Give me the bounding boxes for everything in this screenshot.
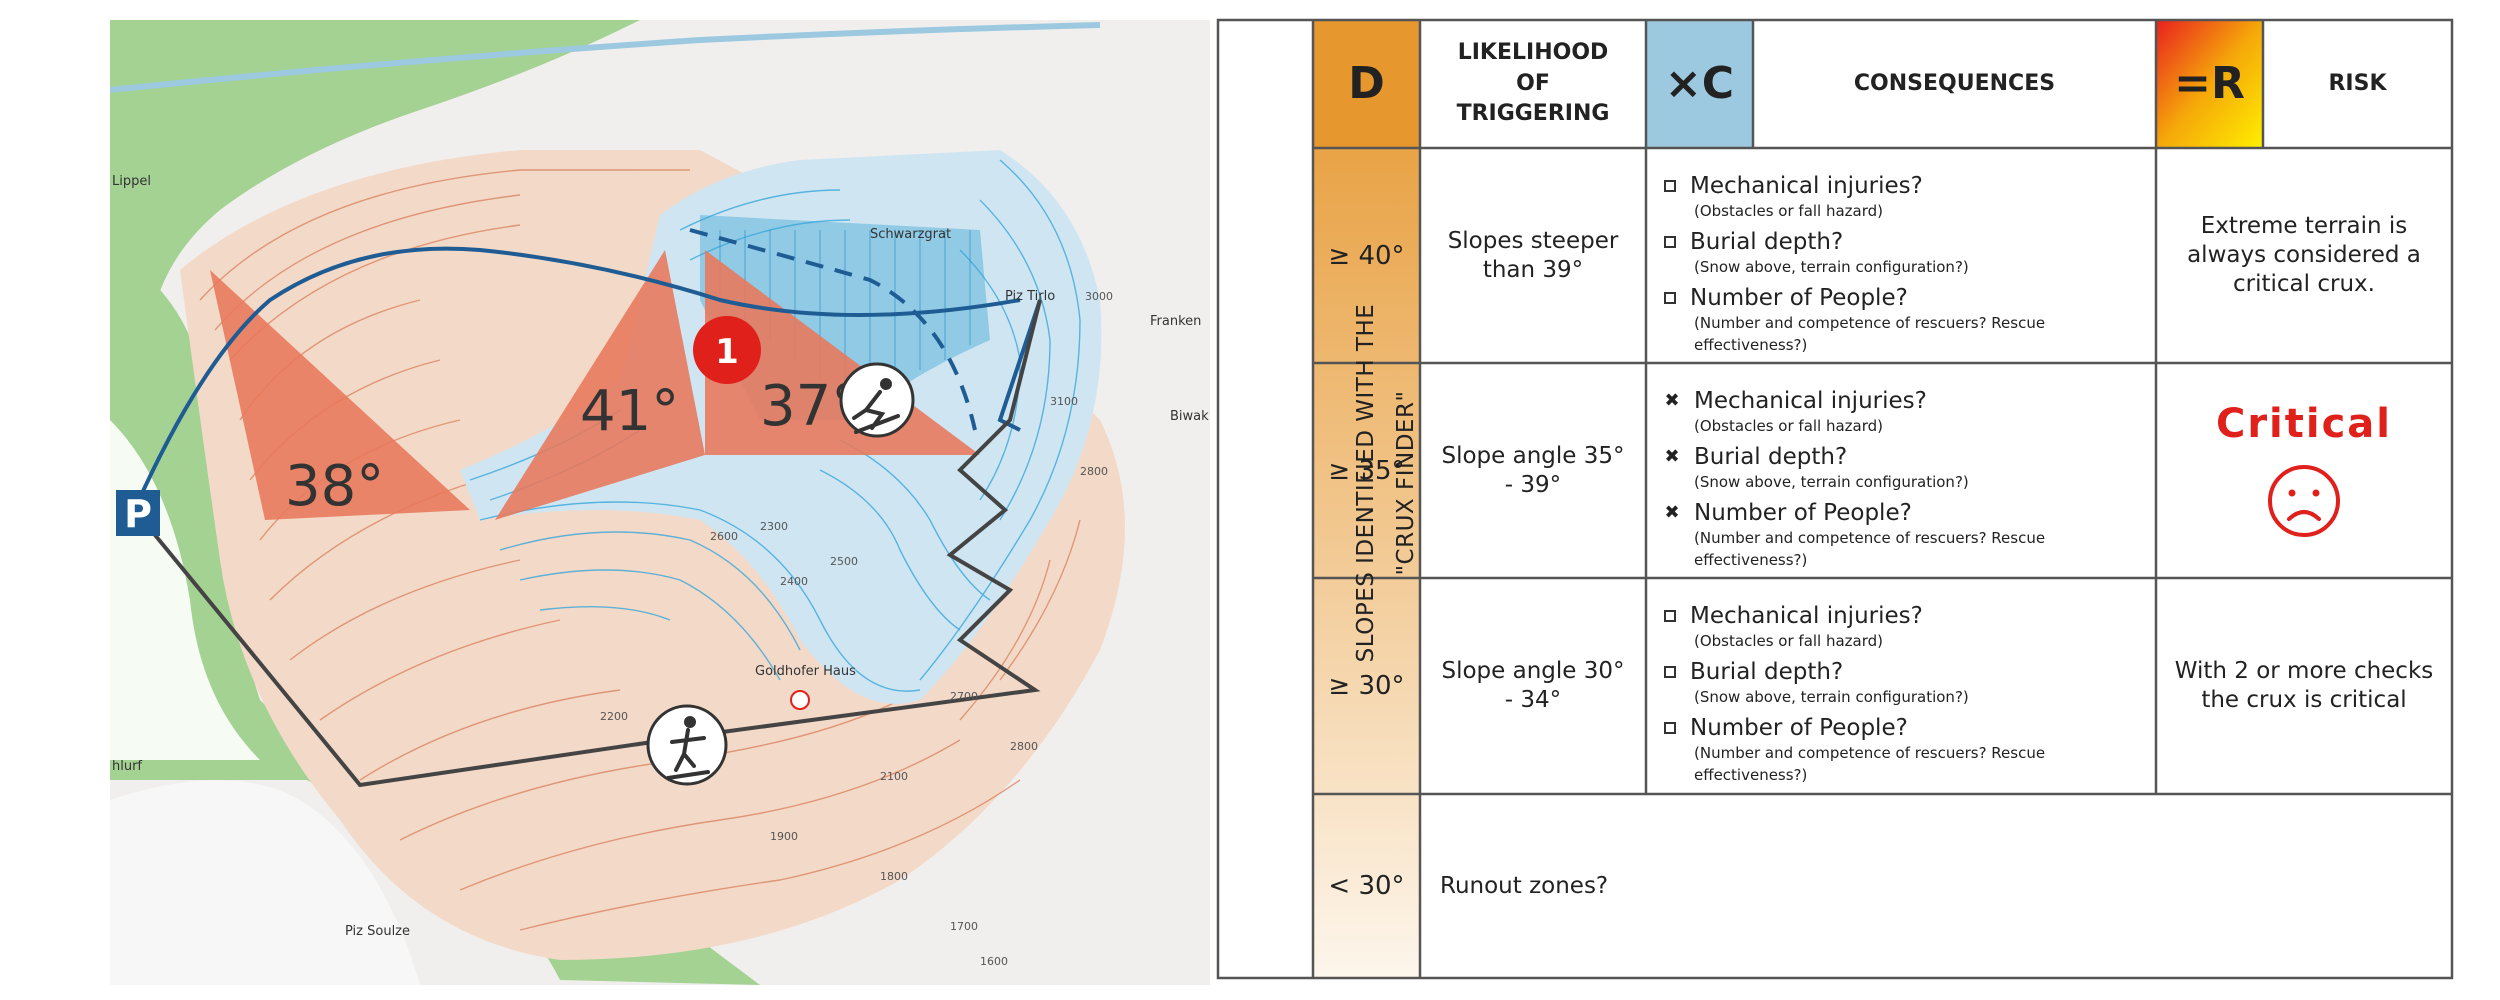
white-snow-bottomleft — [110, 780, 420, 985]
contour-label: 2300 — [760, 520, 788, 533]
green-meadow-top — [110, 20, 640, 360]
degree-row-3: ≥ 30° — [1328, 671, 1405, 701]
contour-label: 1600 — [980, 955, 1008, 968]
consequence-item: Mechanical injuries? — [1690, 173, 1923, 199]
degree-row-2: ≥ 35° — [1328, 455, 1405, 486]
consequences-row-3: Mechanical injuries? (Obstacles or fall h… — [1646, 578, 2156, 794]
place-schwarzgrat: Schwarzgrat — [870, 227, 951, 242]
header-consequences: CONSEQUENCES — [1853, 70, 2056, 96]
slope-angle-41: 41° — [580, 379, 679, 444]
skier-downhill-icon — [839, 362, 915, 438]
contour-label: 2800 — [1080, 465, 1108, 478]
consequence-note: (Obstacles or fall hazard) — [1694, 202, 1884, 220]
parking-label: P — [124, 492, 152, 536]
contour-label: 2800 — [1010, 740, 1038, 753]
skier-uphill-icon — [646, 704, 728, 786]
consequence-note: (Obstacles or fall hazard) — [1694, 417, 1884, 435]
contour-label: 1900 — [770, 830, 798, 843]
slope-38-polygon — [210, 270, 470, 520]
consequences-row-2: ✖ Mechanical injuries? (Obstacles or fall … — [1646, 363, 2156, 578]
contour-label: 2600 — [710, 530, 738, 543]
likelihood-row-2: Slope angle 35° - 39° — [1441, 442, 1625, 498]
header-r: =R — [2174, 58, 2245, 110]
consequence-note: (Snow above, terrain configuration?) — [1694, 473, 1969, 491]
route-blue — [128, 246, 1021, 521]
parking-sign — [116, 490, 160, 536]
crux-finder-table: SLOPES IDENTIFIED WITH THE "CRUX FINDER"… — [1216, 18, 2454, 980]
sad-face-icon — [2268, 464, 2340, 537]
header-risk: RISK — [2328, 70, 2387, 96]
place-hlurf: hlurf — [112, 759, 142, 774]
cross-mark-icon: ✖ — [1664, 390, 1680, 411]
contour-label: 2500 — [830, 555, 858, 568]
crux-marker-number: 1 — [715, 332, 739, 372]
checkbox-icon — [1664, 666, 1676, 678]
route-blue-right — [997, 299, 1042, 432]
route-dashed — [689, 228, 977, 431]
contour-label: 3000 — [1085, 290, 1113, 303]
degree-row-1: ≥ 40° — [1328, 240, 1405, 271]
contour-label: 2100 — [880, 770, 908, 783]
consequence-item: Burial depth? — [1690, 659, 1844, 685]
checkbox-icon — [1664, 292, 1676, 304]
hut-icon — [790, 690, 810, 710]
risk-row-2: Critical — [2156, 363, 2452, 578]
risk-row-1: Extreme terrain is always considered a c… — [2187, 213, 2421, 297]
consequence-note: (Obstacles or fall hazard) — [1694, 632, 1884, 650]
consequence-item: Mechanical injuries? — [1690, 603, 1923, 629]
degree-row-4: < 30° — [1328, 871, 1405, 901]
header-c: ×C — [1664, 58, 1735, 110]
consequence-note: (Snow above, terrain configuration?) — [1694, 258, 1969, 276]
place-biwak: Biwak — [1170, 409, 1209, 424]
place-piz-soulze: Piz Soulze — [345, 924, 410, 939]
likelihood-row-3: Slope angle 30° - 34° — [1441, 658, 1625, 713]
cross-mark-icon: ✖ — [1664, 502, 1680, 523]
slope-angle-38: 38° — [285, 454, 384, 519]
place-piz-tirlo: Piz Tirlo — [1005, 289, 1055, 304]
contour-label: 3100 — [1050, 395, 1078, 408]
consequence-item: Number of People? — [1694, 500, 1912, 526]
consequence-item: Mechanical injuries? — [1694, 388, 1927, 414]
consequence-item: Number of People? — [1690, 285, 1908, 311]
consequence-item: Number of People? — [1690, 715, 1908, 741]
consequences-row-1: Mechanical injuries? (Obstacles or fall h… — [1646, 148, 2156, 363]
contour-label: 2200 — [600, 710, 628, 723]
cross-mark-icon: ✖ — [1664, 446, 1680, 467]
consequence-item: Burial depth? — [1694, 444, 1848, 470]
consequence-note: (Number and competence of rescuers? Resc… — [1694, 744, 2046, 784]
avalanche-terrain-map: 2200 2100 1900 1800 1700 1600 2300 2400 … — [110, 20, 1210, 985]
header-likelihood: LIKELIHOOD OF TRIGGERING — [1456, 39, 1610, 127]
checkbox-icon — [1664, 180, 1676, 192]
contour-label: 2400 — [780, 575, 808, 588]
route-black — [153, 299, 1042, 788]
checkbox-icon — [1664, 236, 1676, 248]
checkbox-icon — [1664, 610, 1676, 622]
likelihood-row-4: Runout zones? — [1440, 873, 1609, 899]
likelihood-row-1: Slopes steeper than 39° — [1447, 227, 1619, 283]
crux-marker-circle — [693, 316, 761, 384]
table-grid — [1216, 18, 2454, 980]
slope-41-polygon — [495, 250, 705, 520]
place-goldhofer-haus: Goldhofer Haus — [755, 664, 856, 679]
contour-label: 1800 — [880, 870, 908, 883]
place-franken: Franken — [1150, 314, 1201, 329]
place-lippel: Lippel — [112, 174, 151, 189]
consequence-note: (Number and competence of rescuers? Resc… — [1694, 314, 2046, 354]
consequence-note: (Snow above, terrain configuration?) — [1694, 688, 1969, 706]
critical-label: Critical — [2215, 400, 2393, 447]
risk-row-3: With 2 or more checks the crux is critic… — [2174, 658, 2434, 713]
header-d: D — [1348, 58, 1385, 110]
checkbox-icon — [1664, 722, 1676, 734]
river — [110, 22, 1101, 93]
contour-lines-blue — [469, 159, 1081, 692]
consequence-item: Burial depth? — [1690, 229, 1844, 255]
contour-label: 2700 — [950, 690, 978, 703]
contour-label: 1700 — [950, 920, 978, 933]
consequence-note: (Number and competence of rescuers? Resc… — [1694, 529, 2046, 569]
